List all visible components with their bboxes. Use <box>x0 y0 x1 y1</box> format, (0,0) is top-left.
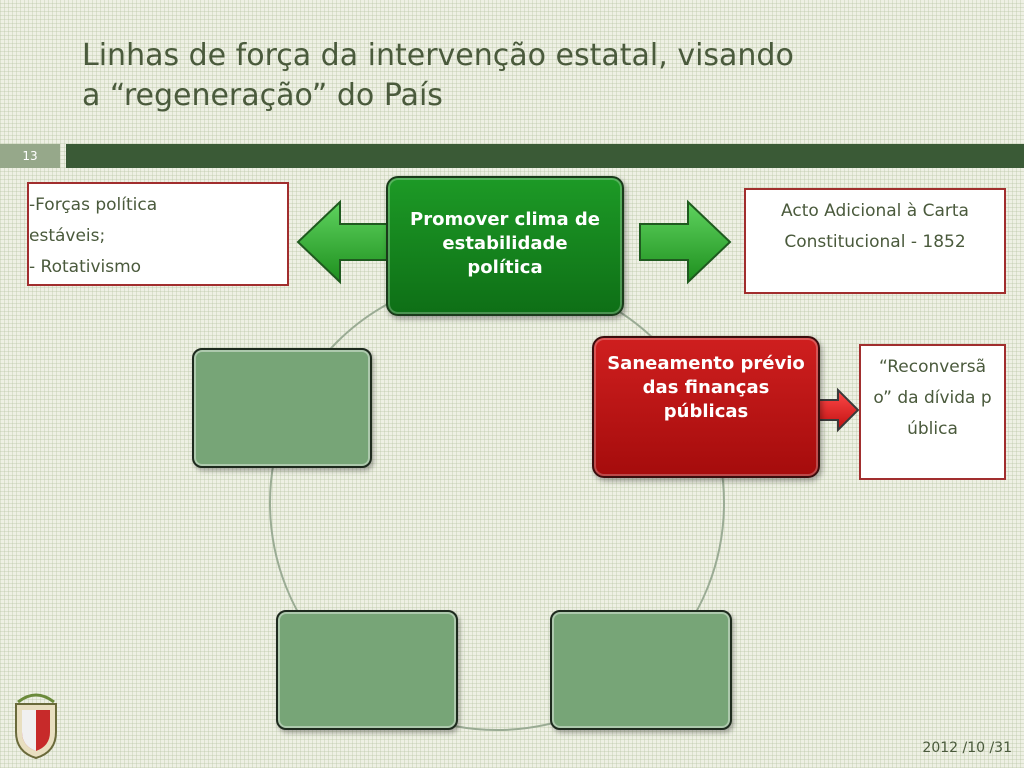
header-bar <box>66 144 1024 168</box>
note-left: -Forças política estáveis; - Rotativismo <box>27 182 289 286</box>
note-left-line-1: -Forças política <box>29 195 158 215</box>
arrow-right-icon <box>639 199 732 285</box>
note-right-bottom: “Reconversão” da dívida pública <box>859 344 1006 480</box>
box-stability: Promover clima de estabilidade política <box>386 176 624 316</box>
note-right-top: Acto Adicional à Carta Constitucional - … <box>744 188 1006 294</box>
note-left-line-3: - Rotativismo <box>29 257 142 277</box>
empty-box-left <box>192 348 372 468</box>
slide-date: 2012 /10 /31 <box>922 740 1012 756</box>
title-line-1: Linhas de força da intervenção estatal, … <box>82 38 794 73</box>
coat-of-arms-logo <box>15 693 57 760</box>
empty-box-bottom-right <box>550 610 732 730</box>
arrow-red-right-icon <box>817 387 860 433</box>
arrow-left-icon <box>296 199 389 285</box>
empty-box-bottom-left <box>276 610 458 730</box>
note-left-line-2: estáveis; <box>29 226 106 246</box>
box-finances: Saneamento prévio das finanças públicas <box>592 336 820 478</box>
slide-title: Linhas de força da intervenção estatal, … <box>82 36 982 116</box>
slide-number: 13 <box>0 144 60 168</box>
title-line-2: a “regeneração” do País <box>82 78 443 113</box>
